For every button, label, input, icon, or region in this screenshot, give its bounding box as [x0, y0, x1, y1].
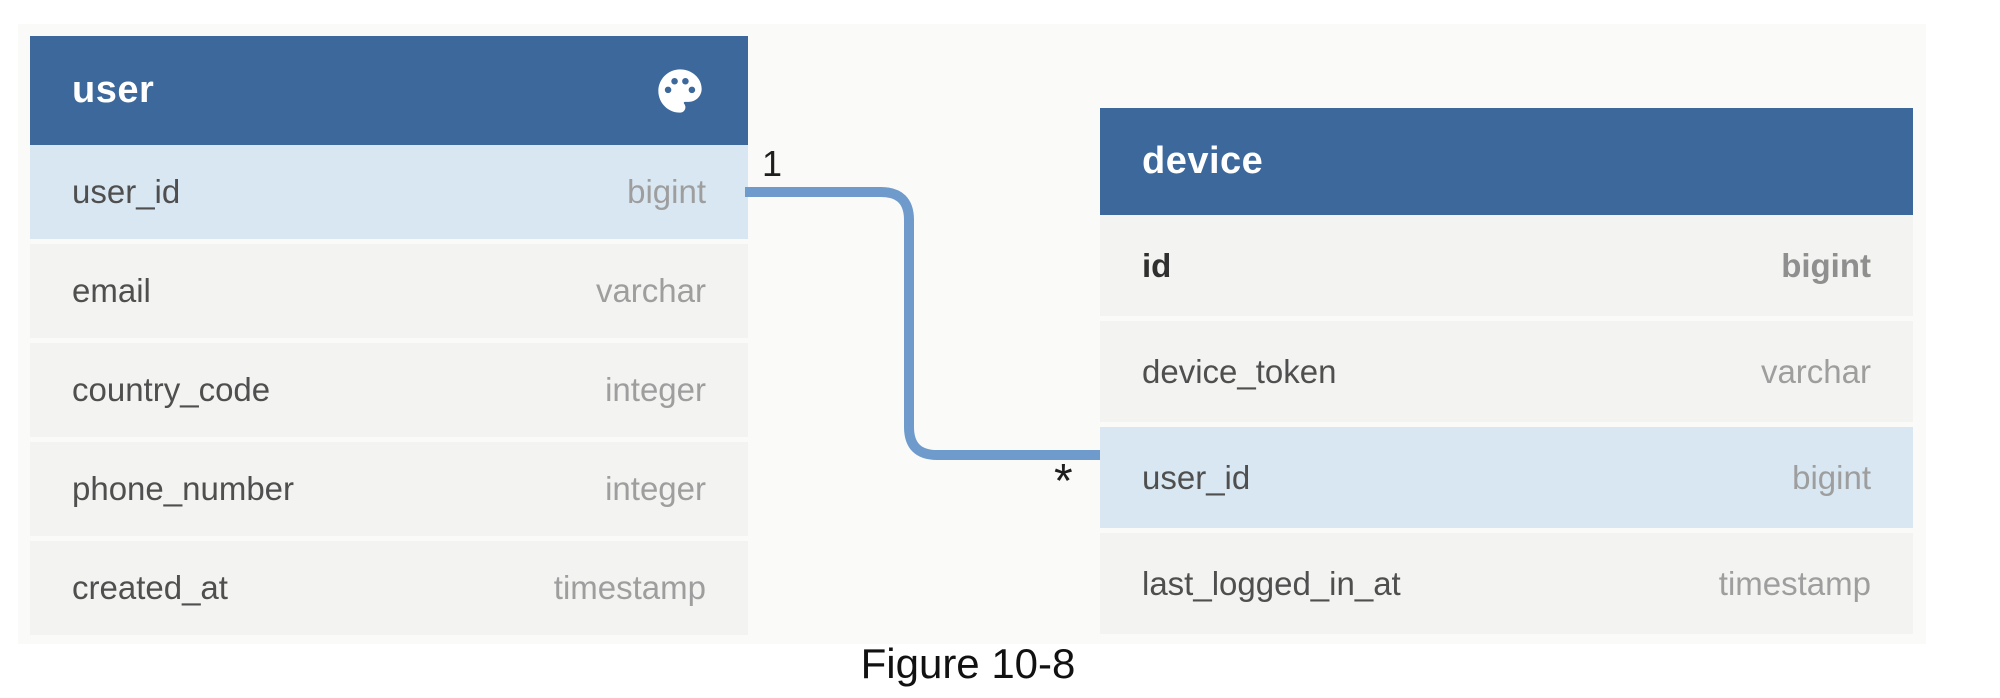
field-name: country_code	[72, 371, 271, 408]
cardinality-label-many: *	[1054, 455, 1073, 508]
field-type: integer	[605, 371, 706, 408]
field-type: bigint	[1781, 246, 1871, 284]
field-row: created_at timestamp	[30, 541, 748, 640]
field-name: email	[72, 272, 151, 309]
field-row: country_code integer	[30, 343, 748, 442]
field-type: timestamp	[553, 569, 706, 606]
field-name: created_at	[72, 569, 228, 606]
field-row: device_token varchar	[1100, 321, 1913, 427]
field-name: id	[1142, 246, 1172, 284]
palette-icon[interactable]	[654, 65, 706, 117]
field-name: device_token	[1142, 352, 1337, 390]
field-type: varchar	[595, 272, 706, 309]
field-row: id bigint	[1100, 215, 1913, 321]
field-name: user_id	[72, 173, 181, 210]
field-row: phone_number integer	[30, 442, 748, 541]
figure-caption: Figure 10-8	[860, 640, 1076, 687]
field-row: email varchar	[30, 244, 748, 343]
cardinality-label-one: 1	[762, 143, 783, 184]
table-user[interactable]: user user_id bigint email varchar countr…	[30, 36, 748, 640]
field-name: last_logged_in_at	[1142, 564, 1401, 602]
field-name: phone_number	[72, 470, 295, 507]
table-device-title: device	[1142, 140, 1264, 182]
field-type: integer	[605, 470, 706, 507]
field-name: user_id	[1142, 458, 1251, 496]
table-user-title: user	[72, 69, 155, 111]
relationship-connector	[745, 187, 1102, 460]
table-device-header: device	[1100, 108, 1913, 215]
field-type: bigint	[627, 173, 706, 210]
field-row: user_id bigint	[1100, 427, 1913, 533]
field-row: last_logged_in_at timestamp	[1100, 533, 1913, 639]
field-row: user_id bigint	[30, 145, 748, 244]
field-type: bigint	[1792, 458, 1871, 496]
table-user-header: user	[30, 36, 748, 145]
field-type: timestamp	[1718, 564, 1871, 602]
field-type: varchar	[1760, 352, 1871, 390]
table-device[interactable]: device id bigint device_token varchar us…	[1100, 108, 1913, 639]
